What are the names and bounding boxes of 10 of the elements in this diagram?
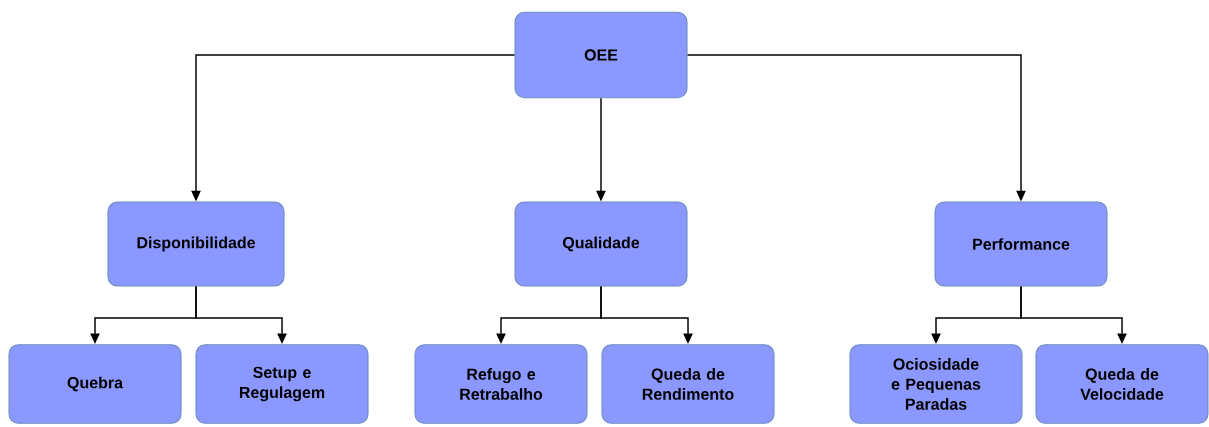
process-box: Refugo e Retrabalho [414, 344, 588, 424]
process-box: Setup e Regulagem [195, 344, 369, 424]
process-box: OEE [514, 11, 688, 99]
process-box: Performance [934, 201, 1108, 287]
process-box: Queda de Velocidade [1035, 344, 1209, 424]
process-box: Qualidade [514, 201, 688, 287]
process-box: Disponibilidade [107, 201, 285, 287]
process-box: Quebra [8, 344, 182, 424]
process-box: Ociosidade e Pequenas Paradas [849, 344, 1023, 424]
process-box: Queda de Rendimento [601, 344, 775, 424]
